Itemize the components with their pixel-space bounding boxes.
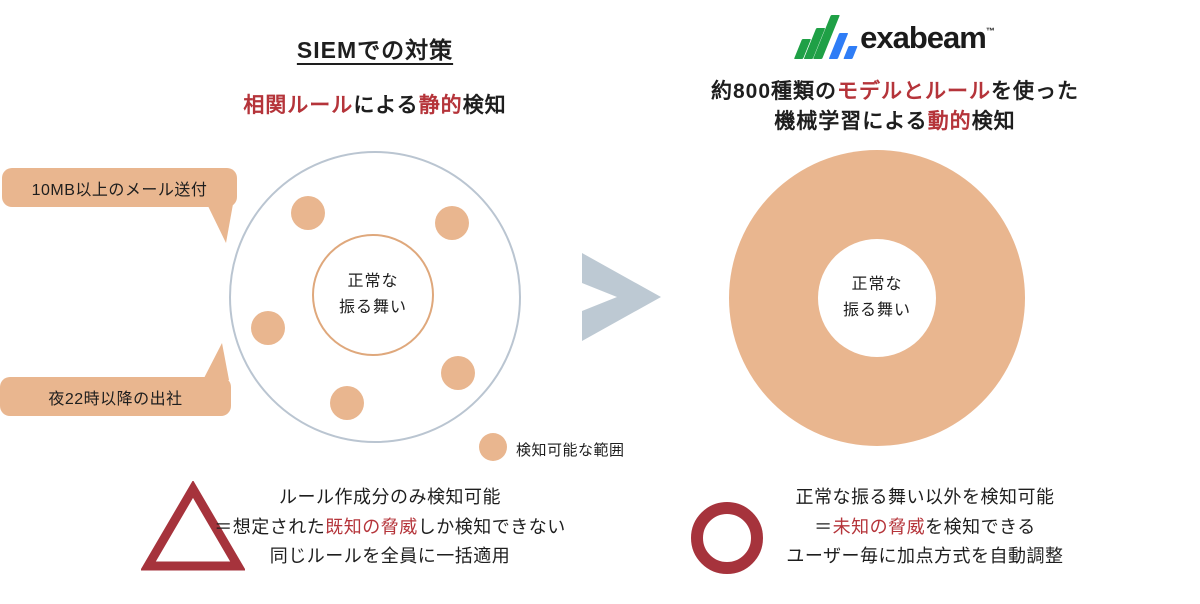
legend-label: 検知可能な範囲 — [516, 442, 625, 459]
verdict-highlight-unknown-threats: 未知の脅威 — [832, 516, 926, 537]
subtitle-highlight-static: 静的 — [418, 94, 463, 117]
exabeam-detection-donut: 正常な 振る舞い — [729, 150, 1025, 446]
rule-bubble-mail-over-10mb: 10MB以上のメール送付 — [2, 168, 237, 207]
greater-than-arrow-icon — [582, 253, 661, 341]
detected-anomaly-dot — [330, 386, 364, 420]
subtitle-highlight-correlation-rules: 相関ルール — [243, 94, 354, 117]
triangle-outline-icon — [141, 481, 245, 571]
exabeam-verdict-text: 正常な振る舞い以外を検知可能 ＝未知の脅威を検知できる ユーザー毎に加点方式を自… — [745, 483, 1105, 572]
exabeam-verdict-line1: 正常な振る舞い以外を検知可能 — [795, 487, 1055, 507]
subtitle-text-detection: 検知 — [462, 94, 507, 117]
normal-behavior-label-line1: 正常な — [851, 276, 903, 293]
detected-anomaly-dot — [251, 311, 285, 345]
detected-anomaly-dot — [435, 206, 469, 240]
exabeam-title-line1: 約800種類のモデルとルールを使った — [710, 80, 1080, 103]
detected-anomaly-dot — [291, 196, 325, 230]
siem-verdict-line2: ＝想定された既知の脅威しか検知できない — [214, 516, 566, 537]
siem-normal-behavior-circle: 正常な 振る舞い — [312, 234, 434, 356]
legend-dot-icon — [479, 433, 507, 461]
normal-behavior-label-line2: 振る舞い — [842, 302, 911, 319]
exabeam-section-title: 約800種類のモデルとルールを使った 機械学習による動的検知 — [655, 77, 1135, 137]
detected-anomaly-dot — [441, 356, 475, 390]
exabeam-verdict-line2: ＝未知の脅威を検知できる — [814, 516, 1036, 537]
bubble-tail-down-icon — [207, 204, 233, 243]
exabeam-logo: exabeam™ — [660, 13, 1130, 63]
rule-bubble-late-night-entry: 夜22時以降の出社 — [0, 377, 231, 416]
siem-section-subtitle: 相関ルールによる静的検知 — [175, 89, 575, 119]
subtitle-text: による — [353, 94, 419, 117]
rule-bubble-label: 夜22時以降の出社 — [48, 390, 183, 408]
siem-section-title: SIEMでの対策 — [296, 37, 454, 63]
title-highlight-dynamic: 動的 — [927, 110, 972, 133]
bubble-tail-up-icon — [203, 343, 229, 380]
siem-verdict-line3: 同じルールを全員に一括適用 — [269, 546, 511, 566]
siem-verdict-line1: ルール作成分のみ検知可能 — [279, 487, 501, 507]
rule-bubble-label: 10MB以上のメール送付 — [31, 181, 208, 199]
verdict-highlight-known-threats: 既知の脅威 — [325, 516, 418, 537]
normal-behavior-label-line2: 振る舞い — [338, 299, 407, 316]
siem-verdict-text: ルール作成分のみ検知可能 ＝想定された既知の脅威しか検知できない 同じルールを全… — [190, 483, 590, 572]
exabeam-verdict-line3: ユーザー毎に加点方式を自動調整 — [786, 546, 1064, 566]
exabeam-stripes-icon — [794, 15, 858, 61]
exabeam-wordmark: exabeam™ — [860, 20, 995, 55]
normal-behavior-label-line1: 正常な — [347, 273, 399, 290]
trademark-symbol: ™ — [985, 26, 995, 36]
title-highlight-models-rules: モデルとルール — [837, 80, 992, 103]
exabeam-normal-behavior-circle: 正常な 振る舞い — [818, 239, 936, 357]
exabeam-title-line2: 機械学習による動的検知 — [774, 110, 1016, 133]
